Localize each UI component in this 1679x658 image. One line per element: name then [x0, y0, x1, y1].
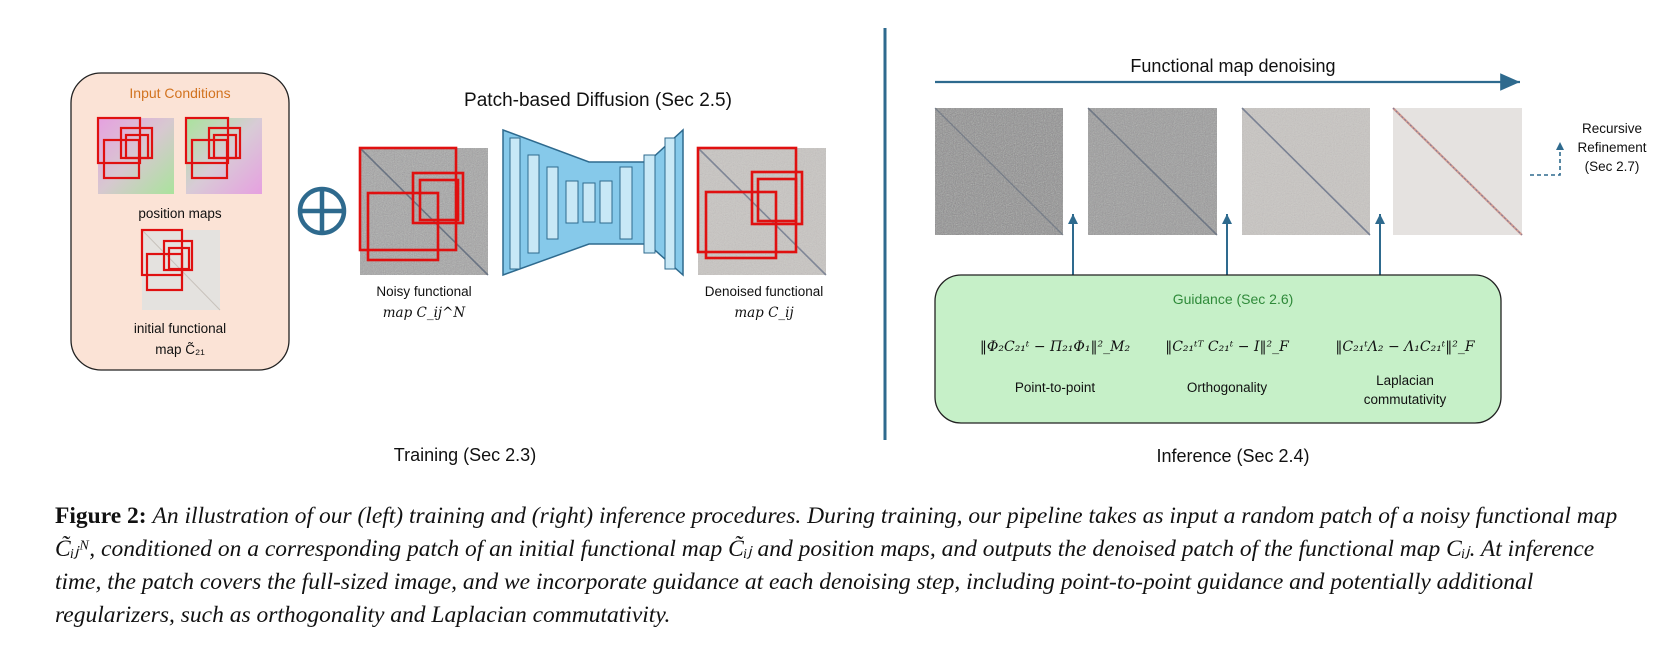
input-conditions-title: Input Conditions [129, 85, 230, 101]
guidance-box: Guidance (Sec 2.6) ‖Φ₂C₂₁ᵗ − Π₂₁Φ₁‖²_M₂ … [934, 274, 1502, 424]
denoised-functional-map [696, 146, 827, 276]
recursive-label-line1: Recursive [1582, 121, 1642, 136]
noisy-label-line2: map C_ij^N [383, 305, 467, 321]
input-conditions-box: Input Conditions position maps initial f… [70, 72, 290, 371]
initial-map-label-line1: initial functional [134, 321, 226, 336]
caption-label: Figure 2: [55, 503, 147, 529]
guidance-formula-laplacian: ‖C₂₁ᵗΛ₂ − Λ₁C₂₁ᵗ‖²_F [1335, 339, 1475, 355]
position-map-2 [184, 116, 262, 194]
guidance-formula-orthogonality: ‖C₂₁ᵗᵀ C₂₁ᵗ − I‖²_F [1165, 339, 1290, 355]
position-maps-label: position maps [138, 206, 222, 221]
guidance-label-orthogonality: Orthogonality [1187, 380, 1268, 395]
guidance-label-laplacian-line1: Laplacian [1376, 373, 1434, 388]
guidance-formula-point-to-point: ‖Φ₂C₂₁ᵗ − Π₂₁Φ₁‖²_M₂ [980, 339, 1131, 355]
initial-functional-map-thumb [140, 228, 221, 311]
noisy-label-line1: Noisy functional [376, 284, 471, 299]
guidance-title: Guidance (Sec 2.6) [1173, 291, 1294, 307]
guidance-label-point-to-point: Point-to-point [1015, 380, 1096, 395]
figure-caption: Figure 2: An illustration of our (left) … [55, 500, 1645, 632]
denoising-arrow-title: Functional map denoising [1130, 56, 1335, 76]
denoise-step-1 [934, 107, 1064, 236]
denoise-step-2 [1087, 107, 1218, 236]
position-map-1 [96, 116, 174, 194]
recursive-refinement-arrow [1530, 142, 1564, 176]
denoise-step-3 [1241, 107, 1371, 236]
training-section-label: Training (Sec 2.3) [394, 445, 536, 465]
denoised-label-line2: map C_ij [734, 305, 793, 321]
initial-map-label-line2: map C̃₂₁ [155, 342, 205, 357]
concat-plus-icon [297, 186, 347, 236]
diffusion-title: Patch-based Diffusion (Sec 2.5) [464, 90, 732, 111]
denoise-step-4 [1392, 107, 1523, 236]
guidance-label-laplacian-line2: commutativity [1364, 392, 1447, 407]
unet-block [502, 128, 684, 277]
inference-section-label: Inference (Sec 2.4) [1156, 446, 1309, 466]
denoised-label-line1: Denoised functional [705, 284, 824, 299]
recursive-label-line3: (Sec 2.7) [1585, 159, 1640, 174]
caption-text: An illustration of our (left) training a… [55, 503, 1618, 628]
figure-diagram: Input Conditions position maps initial f… [70, 28, 1647, 466]
recursive-label-line2: Refinement [1577, 140, 1646, 155]
noisy-functional-map [358, 146, 489, 276]
